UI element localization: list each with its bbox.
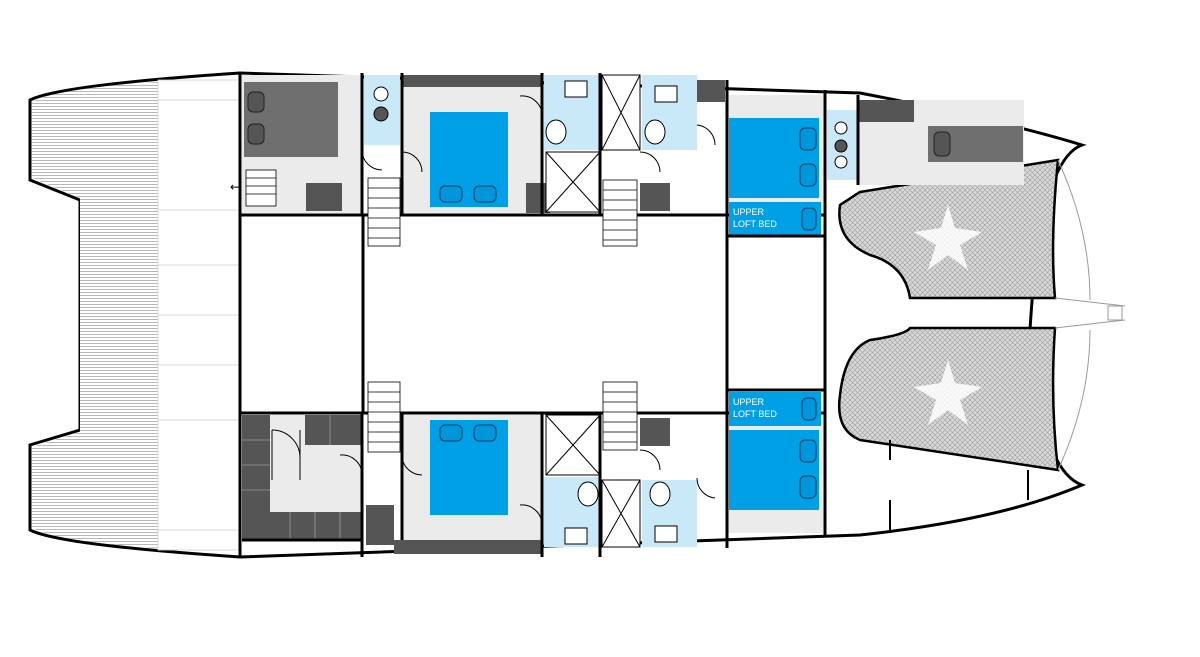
bow-rigging	[1054, 159, 1126, 471]
stair-arrow-icon: ←	[230, 180, 240, 194]
cabinet-top	[402, 75, 542, 87]
sink-icon	[564, 80, 588, 98]
wardrobe	[366, 505, 394, 545]
bow-posts	[889, 440, 1029, 530]
loft-bed-bottom	[729, 392, 797, 426]
loft-bed-label-top: UPPER	[733, 207, 765, 217]
cabinetry-grid	[242, 415, 341, 540]
toilet-icon	[649, 481, 671, 507]
cabinet-bottom	[394, 540, 542, 554]
sink-icon	[373, 86, 389, 102]
pillow	[473, 424, 497, 442]
shower-drain-lines	[545, 414, 601, 476]
cabinetry-bottom	[270, 512, 362, 540]
stairs-port-forward	[602, 179, 638, 247]
sink-icon	[654, 525, 678, 543]
pillow	[801, 397, 817, 421]
toilet-icon	[644, 119, 666, 145]
cabinet	[697, 80, 725, 102]
sink-icon	[564, 527, 588, 545]
cabinet	[859, 100, 914, 122]
wardrobe	[640, 418, 670, 446]
pillow	[473, 185, 497, 203]
cabinetry-top	[305, 415, 362, 445]
toilet-icon	[577, 481, 599, 507]
starfish-marks	[914, 205, 982, 425]
toilet-icon	[373, 106, 389, 122]
stairs-starboard-forward	[602, 381, 638, 451]
stern-deck	[32, 82, 158, 548]
pillow	[439, 185, 463, 203]
cabinetry-left	[242, 415, 270, 540]
pillow	[799, 475, 817, 499]
shower-drain-lines	[545, 151, 601, 213]
stairs-aft-port	[245, 169, 277, 207]
toilet-icon	[834, 139, 848, 153]
pillow	[801, 207, 817, 231]
wardrobe	[640, 183, 670, 211]
sink-icon	[834, 155, 848, 169]
sink-icon	[654, 85, 678, 103]
shower-drain-lines	[601, 74, 641, 151]
stairs-port-aft	[367, 177, 401, 247]
door-swings	[271, 95, 716, 526]
sink-icon	[834, 121, 848, 135]
pillow	[799, 127, 817, 151]
shower-drain-lines	[601, 479, 641, 548]
pillow	[799, 439, 817, 463]
pillow	[247, 123, 265, 145]
aft-step-lines	[158, 99, 240, 531]
loft-bed-label-bottom: UPPER	[733, 397, 765, 407]
loft-bed-label-bottom: LOFT BED	[733, 409, 777, 419]
pillow	[799, 163, 817, 187]
cabin-walls	[242, 73, 860, 557]
pillow	[247, 91, 265, 113]
wardrobe	[306, 183, 342, 211]
loft-bed-top	[729, 202, 797, 236]
loft-bed-label-top: LOFT BED	[733, 219, 777, 229]
pillow	[439, 424, 463, 442]
toilet-icon	[545, 119, 567, 145]
pillow	[933, 131, 951, 157]
stairs-starboard-aft	[367, 381, 401, 453]
